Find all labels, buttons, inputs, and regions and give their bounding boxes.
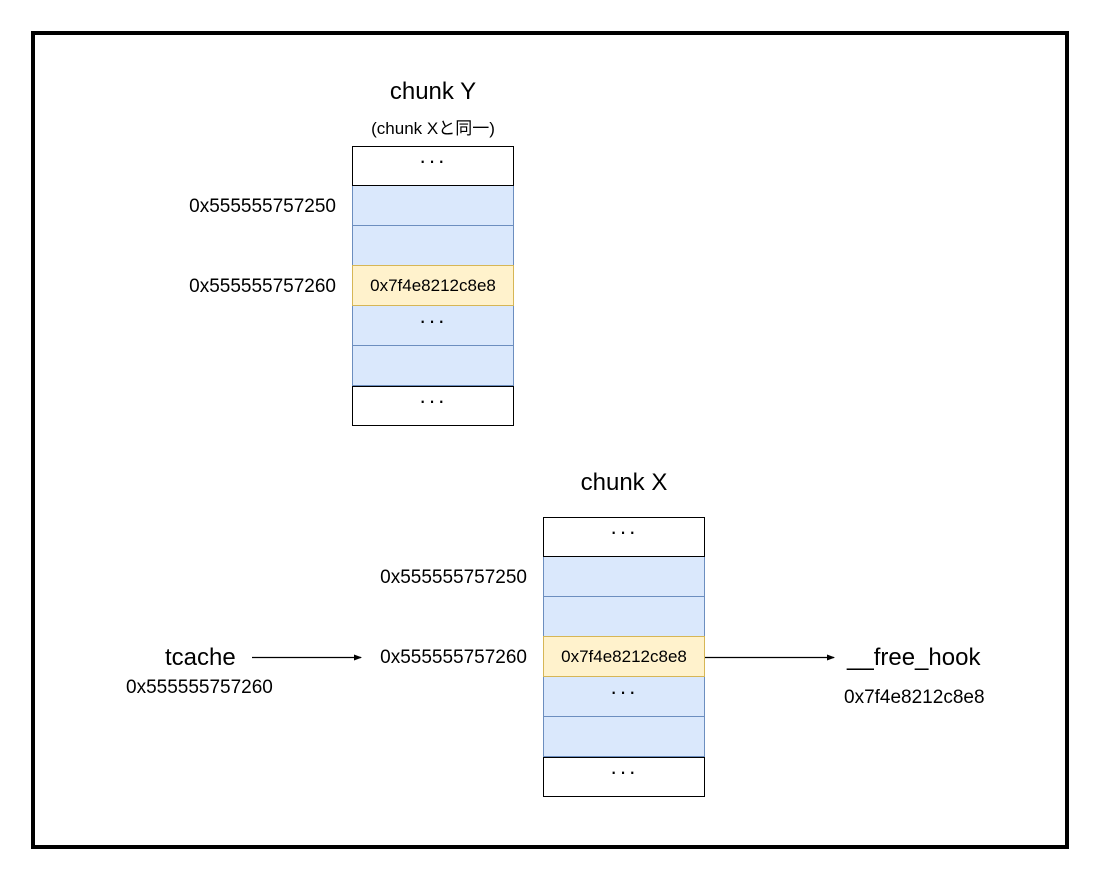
tcache-value: 0x555555757260: [126, 677, 273, 698]
chunk-x-cell-250: [543, 557, 705, 597]
chunk-y-address-260: 0x555555757260: [189, 276, 336, 297]
tcache-label: tcache: [165, 644, 236, 671]
chunk-x-cell-footer: ···: [543, 757, 705, 797]
chunk-x-cell-header: ···: [543, 517, 705, 557]
free-hook-value: 0x7f4e8212c8e8: [844, 687, 985, 708]
chunk-x-cell-empty: [543, 717, 705, 757]
chunk-y-cell-ellipsis: ···: [352, 306, 514, 346]
chunk-y-subtitle: (chunk Xと同一): [371, 119, 495, 138]
chunk-x-address-250: 0x555555757250: [380, 567, 527, 588]
chunk-y-address-250: 0x555555757250: [189, 196, 336, 217]
chunk-x-memory-block: ··· 0x7f4e8212c8e8 ··· ···: [543, 517, 705, 797]
chunk-y-cell-empty: [352, 346, 514, 386]
chunk-x-cell-next-pointer: 0x7f4e8212c8e8: [543, 636, 705, 677]
chunk-y-memory-block: ··· 0x7f4e8212c8e8 ··· ···: [352, 146, 514, 426]
chunk-y-cell-footer: ···: [352, 386, 514, 426]
chunk-x-address-260: 0x555555757260: [380, 647, 527, 668]
diagram-frame: [31, 31, 1069, 849]
chunk-y-cell-250: [352, 186, 514, 226]
chunk-y-title: chunk Y: [389, 78, 477, 105]
chunk-y-cell-next-pointer: 0x7f4e8212c8e8: [352, 265, 514, 306]
chunk-y-cell-header: ···: [352, 146, 514, 186]
chunk-x-title: chunk X: [580, 469, 668, 496]
free-hook-label: __free_hook: [847, 644, 981, 671]
chunk-x-cell-ellipsis: ···: [543, 677, 705, 717]
